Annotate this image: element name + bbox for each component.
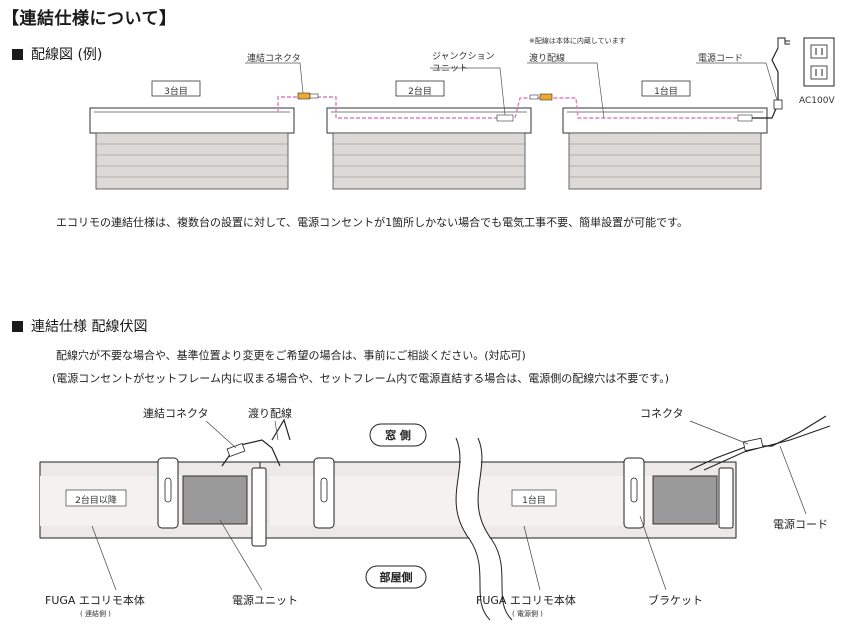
connector-icon [742, 437, 764, 452]
crossing-wire [271, 418, 291, 441]
junction-label-line2: ユニット [432, 64, 469, 74]
link-connector-icon [226, 442, 246, 458]
inner-wiring-note: ※配線は本体に内蔵しています [529, 37, 626, 45]
link-connector-plug-icon [309, 93, 319, 99]
window-side-label: 窓 側 [385, 429, 411, 442]
section-heading-layout: 連結仕様 配線伏図 [12, 316, 147, 336]
diagram2-leader-lines [91, 420, 807, 591]
page-title: 【連結仕様について】 [2, 9, 177, 29]
body-left-label: FUGA エコリモ本体 [45, 594, 145, 607]
blind-unit-1 [562, 80, 768, 190]
crossing-wire-label: 渡り配線 [529, 54, 566, 64]
power-cord-label-2: 電源コード [773, 518, 828, 531]
unit-3-label: 3台目 [164, 87, 188, 97]
square-bullet-icon [12, 321, 23, 332]
unit-1-label: 1台目 [654, 87, 678, 97]
rail-body-right [259, 461, 737, 539]
square-bullet-icon [12, 49, 23, 60]
blind-unit-2 [326, 80, 532, 190]
bracket-label: ブラケット [648, 594, 703, 607]
wiring-example-diagram [89, 37, 835, 190]
section-heading-wiring: 配線図 (例) [12, 44, 102, 64]
link-wire [221, 439, 281, 467]
connector-label-2: コネクタ [640, 407, 684, 420]
unit-1-label-box [641, 80, 691, 97]
section-heading-layout-text: 連結仕様 配線伏図 [31, 319, 148, 335]
connector-label: 連結コネクタ [247, 54, 301, 64]
pink-wiring [277, 96, 745, 119]
description-text: エコリモの連結仕様は、複数台の設置に対して、電源コンセントが1箇所しかない場合で… [56, 216, 689, 229]
power-cord-wire [689, 415, 827, 471]
bracket-icons [157, 457, 734, 547]
ac-plug-icon [777, 37, 790, 48]
power-unit-right-icon [652, 475, 718, 525]
voltage-label: AC100V [799, 96, 835, 106]
power-cord-plug-icon [773, 99, 783, 110]
link-connector-label: 連結コネクタ [143, 407, 209, 420]
section-heading-wiring-text: 配線図 (例) [31, 47, 103, 63]
power-cord-wire-2 [703, 425, 831, 471]
unit-2-label: 2台目 [408, 87, 432, 97]
unit-1-junction-icon [737, 114, 753, 122]
power-unit-left-icon [182, 475, 248, 525]
unit-left-label: 2台目以降 [75, 496, 117, 506]
blind-unit-3 [89, 80, 295, 190]
link-connector-2-icon [539, 93, 553, 101]
power-cord-line [752, 47, 779, 119]
body-right-label: FUGA エコリモ本体 [476, 594, 576, 607]
link-connector-icon [297, 92, 311, 100]
bracket-slots [164, 477, 638, 503]
power-unit-label: 電源ユニット [232, 594, 298, 607]
note-line-2: (電源コンセントがセットフレーム内に収まる場合や、セットフレーム内で電源直結する… [52, 372, 669, 385]
unit-3-label-box [151, 80, 201, 97]
unit-2-label-box [395, 80, 445, 97]
unit-right-label: 1台目 [522, 496, 546, 506]
crossing-wire-label-2: 渡り配線 [248, 407, 292, 420]
room-side-label: 部屋側 [379, 571, 413, 584]
body-right-sub-label: ( 電源側 ) [512, 610, 543, 618]
junction-unit-icon [496, 114, 514, 122]
junction-label-line1: ジャンクション [432, 52, 495, 62]
diagram1-leader-lines [245, 62, 778, 119]
body-left-sub-label: ( 連結側 ) [80, 610, 111, 618]
power-cord-label: 電源コード [698, 54, 744, 64]
note-line-1: 配線穴が不要な場合や、基準位置より変更をご希望の場合は、事前にご相談ください。(… [56, 349, 526, 362]
link-connector-2-plug-icon [529, 94, 539, 100]
